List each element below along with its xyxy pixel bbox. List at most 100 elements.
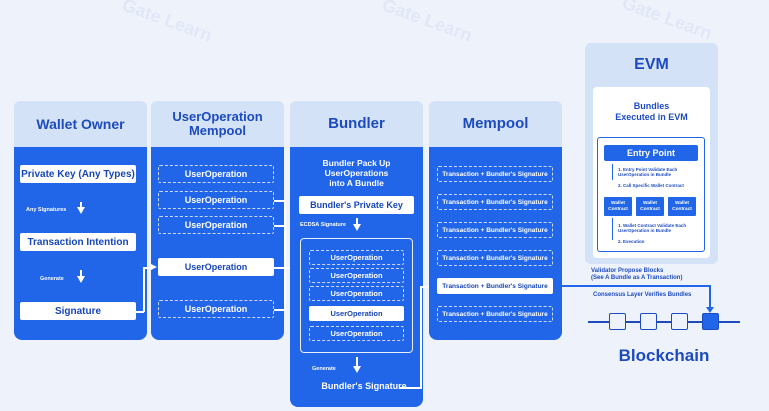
connector-line — [612, 164, 613, 180]
pack-line: UserOperations — [324, 167, 389, 178]
userop-item: UserOperation — [158, 300, 274, 318]
block-icon — [671, 313, 688, 330]
mempool-tx-label: Transaction + Bundler's Signature — [442, 170, 548, 178]
generate-label: Generate — [40, 276, 64, 282]
new-block-icon — [702, 313, 719, 330]
connector-line — [400, 387, 420, 389]
bundler-private-key-label: Bundler's Private Key — [310, 200, 403, 210]
bundle-userop-item: UserOperation — [309, 326, 404, 341]
private-key-box: Private Key (Any Types) — [20, 165, 136, 183]
mempool-header: Mempool — [429, 101, 562, 147]
userop-item-label: UserOperation — [184, 220, 248, 230]
wallet-contract-line: Contract — [608, 206, 628, 212]
userop-mempool-title-line1: UserOperation — [172, 109, 263, 125]
userop-item-label: UserOperation — [184, 304, 248, 314]
bundle-userop-label: UserOperation — [330, 253, 383, 262]
bundler-title: Bundler — [328, 115, 385, 133]
userop-item-label: UserOperation — [184, 195, 248, 205]
ecdsa-label: ECDSA Signature — [300, 222, 346, 228]
userop-mempool-title-line2: Mempool — [188, 123, 247, 138]
validator-line: (See A Bundle as A Transaction) — [591, 275, 683, 282]
connector-line — [553, 285, 710, 287]
bundle-userop-item: UserOperation — [309, 268, 404, 283]
signature-label: Signature — [54, 305, 102, 317]
evm-title: EVM — [634, 56, 669, 73]
validator-text: Validator Propose Blocks (See A Bundle a… — [591, 268, 682, 282]
arrow-shaft — [356, 357, 358, 367]
connector-line — [284, 200, 286, 310]
transaction-intention-box: Transaction Intention — [20, 233, 136, 251]
bundles-executed-text: Bundles Executed in EVM — [593, 101, 710, 124]
transaction-intention-label: Transaction Intention — [27, 236, 129, 248]
userop-item: UserOperation — [158, 165, 274, 183]
bundler-signature-label: Bundler's Signature — [321, 381, 407, 391]
down-arrow-icon — [353, 366, 361, 373]
connector-line — [420, 286, 422, 389]
userop-item: UserOperation — [158, 191, 274, 209]
userop-item-selected: UserOperation — [158, 258, 274, 276]
step-line: UserOperation in Bundle — [618, 228, 672, 234]
connector-line — [274, 267, 286, 269]
block-icon — [640, 313, 657, 330]
arrow-shaft — [80, 202, 82, 208]
mempool-tx-item: Transaction + Bundler's Signature — [437, 222, 553, 238]
entry-point-label: Entry Point — [626, 148, 675, 158]
step-line: 1. Entry Point Validate Each — [618, 167, 678, 172]
wallet-contract-line: Wallet — [611, 200, 625, 206]
bundles-line: Bundles — [633, 101, 670, 111]
right-arrow-icon — [151, 264, 157, 270]
bundler-pack-text: Bundler Pack Up UserOperations into A Bu… — [290, 158, 423, 188]
bundle-container — [300, 238, 413, 353]
userop-item-label: UserOperation — [184, 262, 248, 272]
wallet-contract-line: Contract — [640, 206, 660, 212]
step-line: UserOperation in Bundle — [618, 172, 672, 178]
private-key-label: Private Key (Any Types) — [21, 168, 135, 180]
wallet-owner-title: Wallet Owner — [36, 115, 125, 132]
wallet-step-2: 2. Execution — [618, 239, 645, 244]
mempool-tx-label: Transaction + Bundler's Signature — [442, 226, 548, 234]
arrow-shaft — [356, 218, 358, 225]
bundle-userop-label: UserOperation — [330, 289, 383, 298]
wallet-contract-line: Wallet — [643, 200, 657, 206]
mempool-tx-item: Transaction + Bundler's Signature — [437, 250, 553, 266]
wallet-contract-line: Contract — [672, 206, 692, 212]
validator-line: Validator Propose Blocks — [591, 268, 664, 274]
mempool-tx-label: Transaction + Bundler's Signature — [442, 310, 548, 318]
userop-item: UserOperation — [158, 216, 274, 234]
bundle-userop-label: UserOperation — [330, 329, 383, 338]
connector-line — [274, 225, 284, 227]
connector-line — [274, 309, 284, 311]
arrow-shaft — [80, 270, 82, 277]
bundle-userop-item-selected: UserOperation — [309, 306, 404, 321]
down-arrow-icon — [353, 224, 361, 231]
watermark-text: Gate Learn — [619, 0, 715, 44]
mempool-tx-item-selected: Transaction + Bundler's Signature — [437, 278, 553, 294]
down-arrow-icon — [706, 307, 714, 313]
watermark-text: Gate Learn — [119, 0, 215, 46]
connector-line — [612, 218, 613, 240]
mempool-title: Mempool — [462, 115, 529, 133]
mempool-tx-label: Transaction + Bundler's Signature — [442, 254, 548, 262]
mempool-tx-item: Transaction + Bundler's Signature — [437, 194, 553, 210]
mempool-tx-label: Transaction + Bundler's Signature — [442, 282, 548, 290]
entry-point-box: Entry Point — [604, 145, 698, 161]
mempool-tx-item: Transaction + Bundler's Signature — [437, 166, 553, 182]
bundles-line: Executed in EVM — [615, 112, 688, 123]
down-arrow-icon — [77, 276, 85, 283]
step-line: 1. Wallet Contract Validate Each — [618, 223, 687, 228]
bundle-userop-item: UserOperation — [309, 250, 404, 265]
connector-line — [143, 267, 152, 269]
connector-line — [274, 200, 284, 202]
entry-point-frame — [597, 137, 705, 252]
watermark-text: Gate Learn — [379, 0, 475, 46]
bundle-userop-label: UserOperation — [330, 309, 383, 318]
down-arrow-icon — [77, 207, 85, 214]
bundler-private-key-box: Bundler's Private Key — [299, 196, 414, 214]
consensus-text: Consensus Layer Verifies Bundles — [593, 292, 692, 298]
bundler-header: Bundler — [290, 101, 423, 147]
connector-line — [420, 286, 436, 288]
pack-line: into A Bundle — [329, 177, 384, 188]
